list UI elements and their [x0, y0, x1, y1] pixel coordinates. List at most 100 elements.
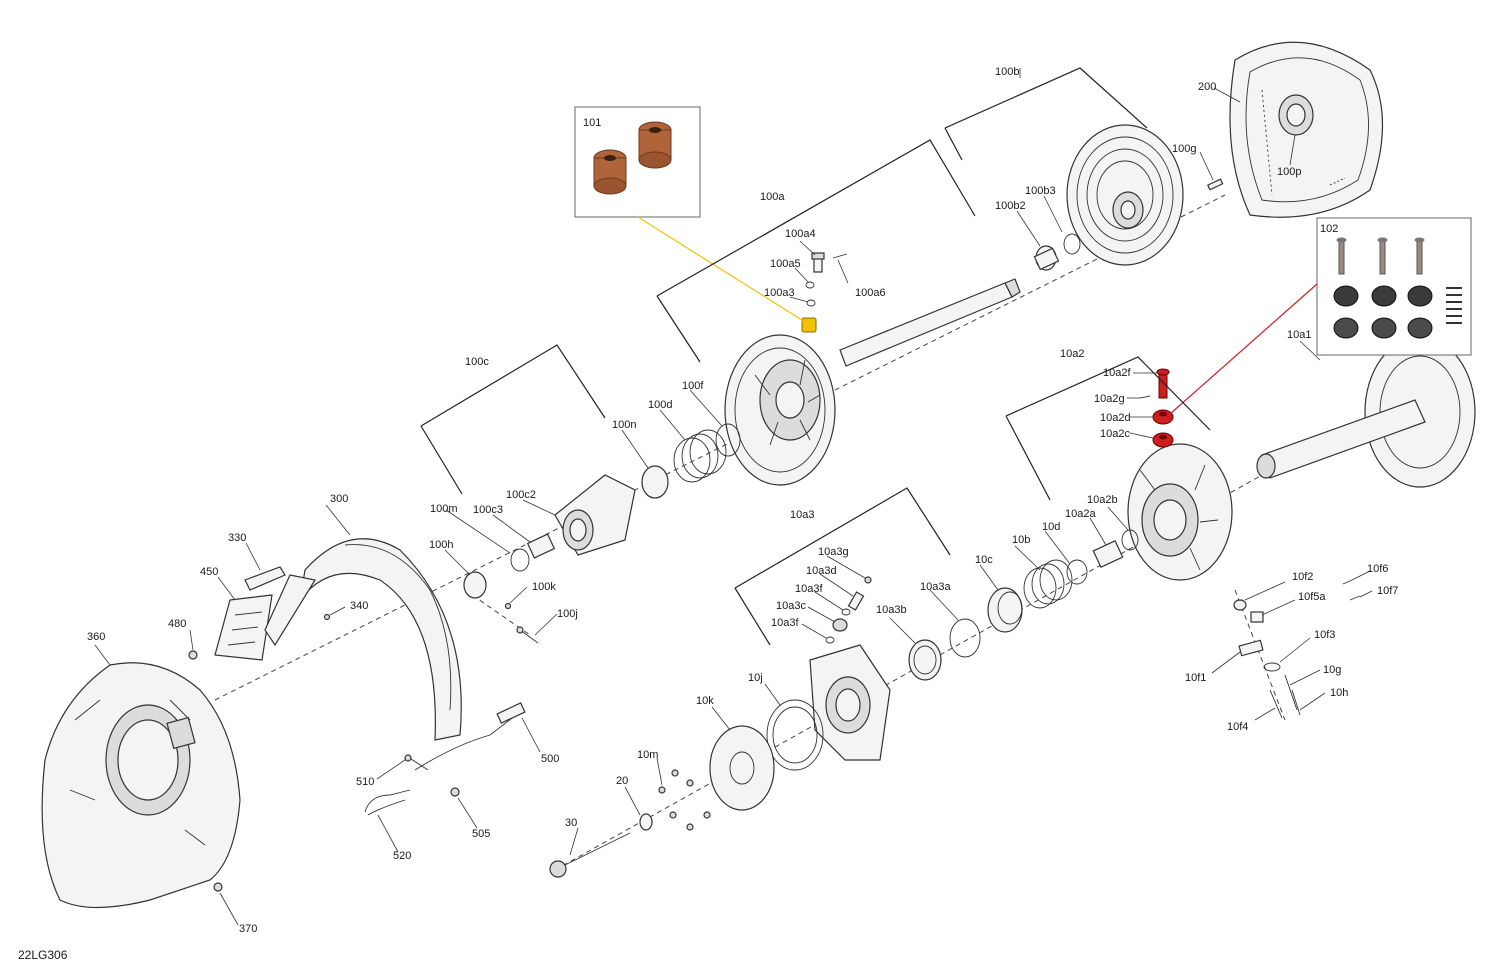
fixed-sheave-10a1[interactable]: [1256, 336, 1476, 488]
cam-100c2[interactable]: [554, 474, 636, 556]
washer-10a3f-top[interactable]: [841, 608, 851, 616]
kit-pin[interactable]: [1336, 237, 1347, 275]
bolt-100a4[interactable]: [811, 252, 825, 273]
yellow-roller-highlight[interactable]: [801, 317, 817, 333]
ring-10a3a[interactable]: [949, 618, 981, 658]
label-300: 300: [330, 493, 348, 505]
copper-roller[interactable]: [593, 149, 627, 195]
pin-100a6[interactable]: [832, 253, 848, 259]
bolt-480[interactable]: [188, 650, 198, 660]
ring-10d[interactable]: [1066, 559, 1088, 585]
washer-10a3f-bottom[interactable]: [825, 636, 835, 644]
kit-washer[interactable]: [1407, 317, 1433, 339]
washer-100n[interactable]: [641, 465, 669, 499]
bracket-330[interactable]: [244, 566, 286, 591]
kit-washer[interactable]: [1371, 317, 1397, 339]
spring-10b[interactable]: [1023, 559, 1073, 609]
bolt-10h[interactable]: [1291, 689, 1301, 716]
nut-370[interactable]: [213, 882, 223, 892]
kit-roller[interactable]: [1371, 285, 1397, 307]
label-100c2: 100c2: [506, 489, 536, 501]
kit-clips[interactable]: [1446, 287, 1462, 324]
nut-505[interactable]: [450, 787, 460, 797]
label-480: 480: [168, 618, 186, 630]
bolt-10g[interactable]: [1284, 674, 1298, 711]
label-360: 360: [87, 631, 105, 643]
bushing-100b2[interactable]: [1033, 245, 1060, 271]
retainer-100h[interactable]: [463, 571, 487, 599]
belt-bearing-100p[interactable]: [1278, 94, 1314, 136]
label-100a3: 100a3: [764, 287, 795, 299]
roller-10a3c[interactable]: [832, 618, 848, 632]
screw-340[interactable]: [323, 613, 331, 621]
red-pin-10a2f[interactable]: [1156, 368, 1170, 399]
bolt-10f4[interactable]: [1269, 689, 1283, 719]
label-100a4: 100a4: [785, 228, 816, 240]
pin-10f6[interactable]: [1342, 579, 1353, 585]
bolt-100j[interactable]: [516, 626, 539, 644]
kit-washer[interactable]: [1333, 317, 1359, 339]
arm-10f1[interactable]: [1238, 639, 1264, 657]
kit-roller[interactable]: [1333, 285, 1359, 307]
kit-roller[interactable]: [1407, 285, 1433, 307]
bushing-100c3[interactable]: [526, 533, 556, 559]
screw-100k[interactable]: [504, 602, 512, 610]
cable-500[interactable]: [414, 702, 526, 771]
ring-100a3[interactable]: [806, 299, 816, 307]
housing-360[interactable]: [41, 662, 241, 909]
driven-shaft-100a[interactable]: [839, 278, 1021, 367]
ring-10a2b[interactable]: [1121, 529, 1139, 551]
kit-pin[interactable]: [1414, 237, 1425, 275]
driven-sheave-100b[interactable]: [1066, 124, 1184, 266]
label-10g: 10g: [1323, 664, 1341, 676]
clip-520[interactable]: [364, 789, 411, 816]
red-roller-10a2d[interactable]: [1152, 409, 1174, 425]
pin-10f7[interactable]: [1349, 595, 1361, 601]
red-washer-10a2c[interactable]: [1152, 432, 1174, 448]
washer-20[interactable]: [639, 813, 653, 831]
fixed-sheave-100a[interactable]: [724, 334, 836, 486]
label-10a2c: 10a2c: [1100, 428, 1130, 440]
spring-100d[interactable]: [673, 429, 727, 483]
bolt-510[interactable]: [404, 754, 429, 771]
ring-10a3b[interactable]: [908, 639, 942, 681]
label-10a3c: 10a3c: [776, 600, 806, 612]
ring-100b3[interactable]: [1063, 233, 1081, 255]
label-10a2b: 10a2b: [1087, 494, 1118, 506]
bushing-10f5a[interactable]: [1250, 611, 1264, 623]
bolt-30[interactable]: [549, 832, 631, 878]
label-10a3a: 10a3a: [920, 581, 951, 593]
cover-10k[interactable]: [709, 725, 775, 811]
kit-pin[interactable]: [1377, 237, 1388, 275]
screw-10a2g[interactable]: [1139, 395, 1151, 399]
weight-10f2[interactable]: [1233, 599, 1247, 611]
washer-100a5[interactable]: [805, 281, 815, 289]
label-30: 30: [565, 817, 577, 829]
bracket-450[interactable]: [214, 594, 273, 661]
label-510: 510: [356, 776, 374, 788]
ring-100f[interactable]: [715, 423, 741, 457]
screw-10a3g[interactable]: [864, 576, 872, 584]
label-10a3d: 10a3d: [806, 565, 837, 577]
copper-roller[interactable]: [638, 121, 672, 169]
label-10d: 10d: [1042, 521, 1060, 533]
ring-100m[interactable]: [510, 548, 530, 572]
panel-strip[interactable]: [264, 574, 316, 647]
screws-10m[interactable]: [658, 769, 711, 831]
washer-10f3[interactable]: [1263, 662, 1281, 672]
label-100b2: 100b2: [995, 200, 1026, 212]
movable-sheave-10a2[interactable]: [1127, 443, 1233, 581]
label-100a6: 100a6: [855, 287, 886, 299]
spider-10a3[interactable]: [809, 644, 891, 761]
ring-10c[interactable]: [987, 587, 1023, 633]
belt-guard-300[interactable]: [299, 538, 462, 741]
label-10h: 10h: [1330, 687, 1348, 699]
pin-100g[interactable]: [1207, 178, 1224, 191]
gasket-10j[interactable]: [766, 699, 824, 771]
label-10f2: 10f2: [1292, 571, 1313, 583]
label-505: 505: [472, 828, 490, 840]
bushing-10a2a[interactable]: [1092, 539, 1124, 569]
pin-10a3d[interactable]: [847, 591, 865, 611]
label-520: 520: [393, 850, 411, 862]
